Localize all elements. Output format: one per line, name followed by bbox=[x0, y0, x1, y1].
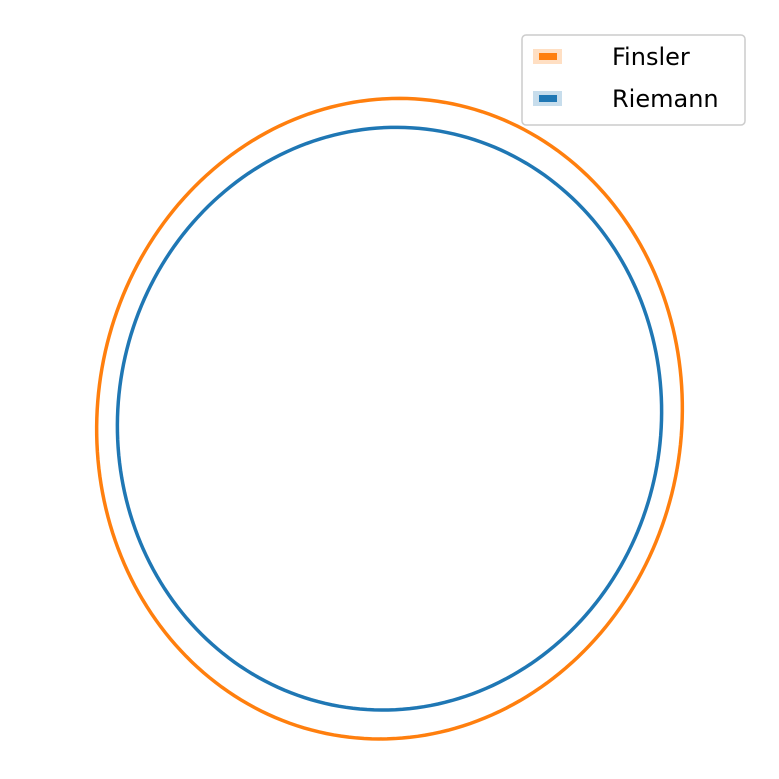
legend-swatch-finsler bbox=[539, 53, 557, 60]
series-line-finsler bbox=[94, 96, 685, 741]
legend-label-finsler: Finsler bbox=[612, 43, 690, 71]
series-line-riemann bbox=[115, 125, 664, 712]
legend-swatch-riemann bbox=[539, 95, 557, 102]
series-layer bbox=[94, 96, 685, 741]
legend-frame bbox=[521, 34, 746, 126]
legend-label-riemann: Riemann bbox=[612, 85, 719, 113]
legend: Finsler Riemann bbox=[521, 34, 746, 126]
